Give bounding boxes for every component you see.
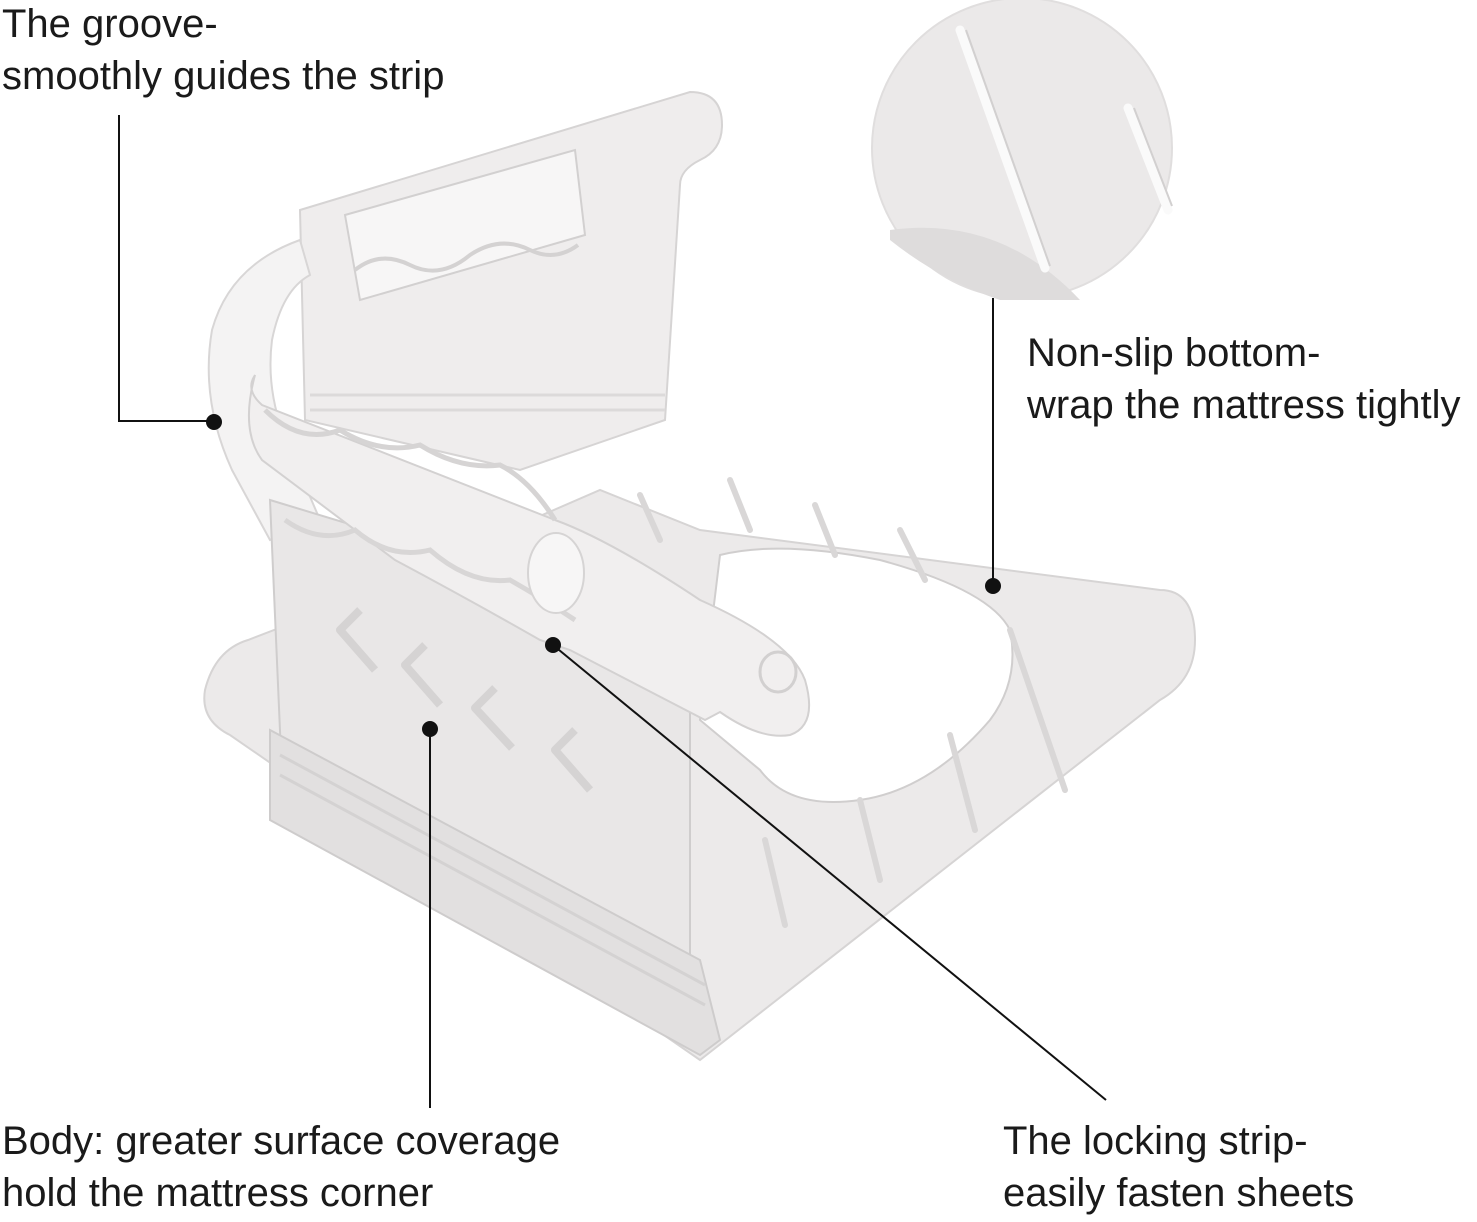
callout-nonslip: Non-slip bottom- wrap the mattress tight… [1027, 327, 1461, 431]
callout-locking-line1: The locking strip- [1003, 1119, 1308, 1163]
callout-groove-line1: The groove- [2, 2, 218, 46]
back-panel [298, 90, 724, 472]
callout-groove: The groove- smoothly guides the strip [2, 0, 444, 102]
callout-groove-line2: smoothly guides the strip [2, 54, 445, 98]
zoom-inset [871, 0, 1173, 300]
callout-nonslip-line2: wrap the mattress tightly [1027, 383, 1461, 427]
callout-body-line1: Body: greater surface coverage [2, 1119, 561, 1163]
locking-dot [545, 637, 561, 653]
callout-dots [206, 414, 1001, 737]
leader-lines [118, 115, 1107, 1108]
callout-locking-line2: easily fasten sheets [1003, 1171, 1355, 1215]
nonslip-dot [985, 578, 1001, 594]
groove-dot [206, 414, 222, 430]
callout-nonslip-line1: Non-slip bottom- [1027, 331, 1321, 375]
callout-locking: The locking strip- easily fasten sheets [1003, 1115, 1354, 1219]
body-dot [422, 721, 438, 737]
locking-strip [247, 374, 811, 737]
callout-body: Body: greater surface coverage hold the … [2, 1115, 560, 1219]
callout-body-line2: hold the mattress corner [2, 1171, 434, 1215]
